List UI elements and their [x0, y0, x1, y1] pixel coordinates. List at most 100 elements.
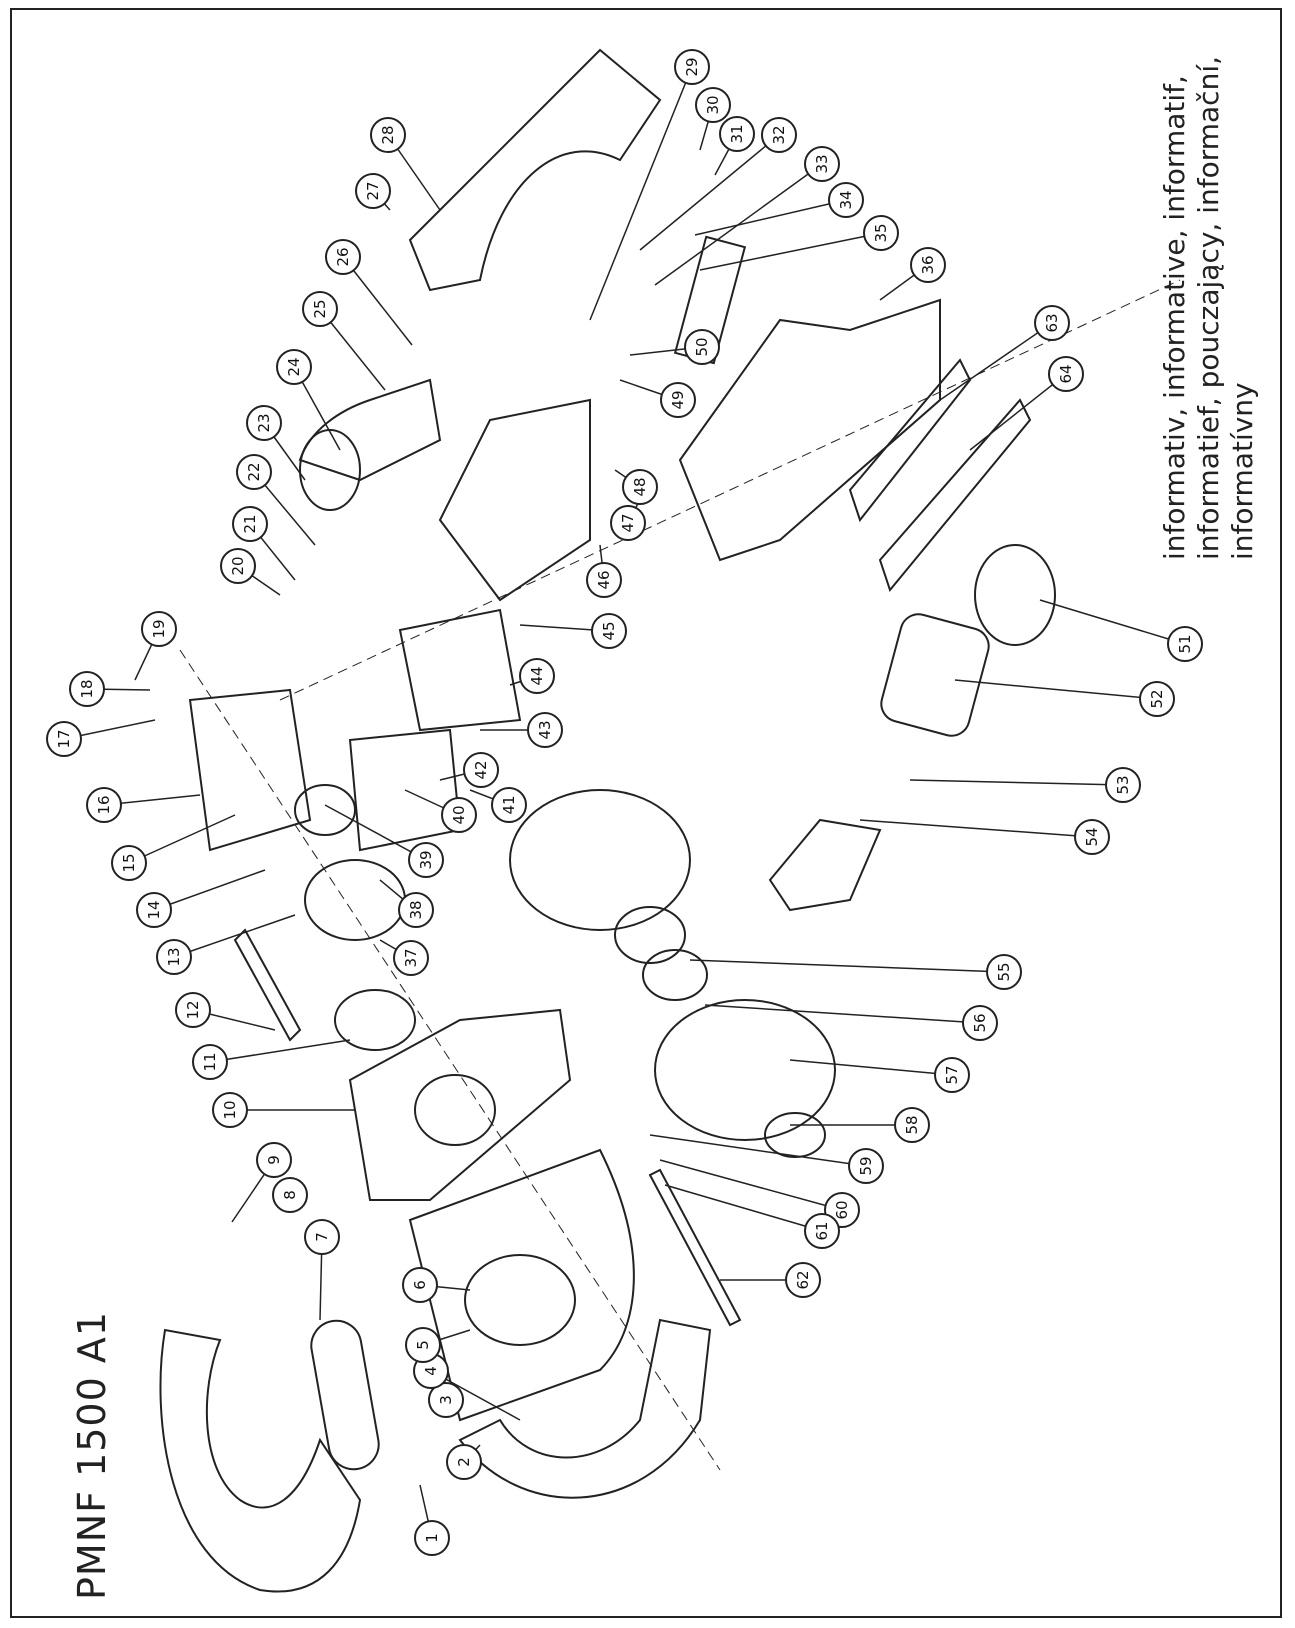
part-number-label: 47 [619, 513, 637, 532]
part-callout-35: 35 [863, 215, 899, 251]
part-number-label: 5 [414, 1340, 432, 1350]
part-number-label: 20 [229, 556, 247, 575]
part-callout-49: 49 [660, 382, 696, 418]
part-number-label: 25 [311, 299, 329, 318]
part-callout-circle-icon [405, 1327, 441, 1363]
shaft [233, 928, 302, 1042]
part-callout-22: 22 [236, 454, 272, 490]
part-callout-19: 19 [141, 611, 177, 647]
leader-line [128, 814, 236, 864]
part-callout-circle-icon [136, 892, 172, 928]
part-callout-circle-icon [141, 611, 177, 647]
part-shapes [159, 48, 1181, 1593]
part-callout-46: 46 [586, 562, 622, 598]
part-callout-circle-icon [761, 117, 797, 153]
rear-handle [159, 1328, 362, 1593]
part-number-label: 15 [120, 853, 138, 872]
part-callout-circle-icon [428, 1382, 464, 1418]
part-callout-circle-icon [272, 1177, 308, 1213]
part-callout-16: 16 [86, 787, 122, 823]
bearing [304, 859, 406, 941]
part-callout-circle-icon [674, 49, 710, 85]
part-callout-42: 42 [463, 752, 499, 788]
commutator-gear [299, 429, 361, 511]
part-callout-37: 37 [393, 940, 429, 976]
part-callout-2: 2 [446, 1444, 482, 1480]
part-callout-47: 47 [610, 505, 646, 541]
part-callout-circle-icon [1074, 819, 1110, 855]
part-number-label: 6 [411, 1280, 429, 1290]
part-callout-circle-icon [232, 506, 268, 542]
part-callout-circle-icon [175, 992, 211, 1028]
part-number-label: 3 [437, 1395, 455, 1405]
axis-line [279, 279, 1181, 701]
motor-cover [678, 298, 941, 562]
part-callout-circle-icon [111, 845, 147, 881]
part-number-label: 19 [150, 619, 168, 638]
part-number-label: 16 [95, 795, 113, 814]
part-callout-21: 21 [232, 506, 268, 542]
part-callout-circle-icon [804, 1213, 840, 1249]
part-callout-circle-icon [660, 382, 696, 418]
leader-line [939, 322, 1053, 401]
part-number-label: 48 [631, 477, 649, 496]
part-callout-58: 58 [894, 1107, 930, 1143]
leader-line [909, 779, 1124, 786]
leader-line [704, 1004, 981, 1024]
part-number-label: 32 [770, 125, 788, 144]
part-callout-circle-icon [325, 239, 361, 275]
spindle [768, 818, 882, 912]
part-callout-34: 34 [828, 182, 864, 218]
part-number-label: 31 [728, 124, 746, 143]
part-number-label: 13 [165, 947, 183, 966]
part-callout-28: 28 [370, 117, 406, 153]
part-callout-circle-icon [212, 1092, 248, 1128]
part-callout-59: 59 [848, 1148, 884, 1184]
part-callout-circle-icon [719, 116, 755, 152]
rail [848, 358, 972, 523]
guard-housing [408, 1148, 635, 1422]
diamond-blade-lower [654, 999, 836, 1141]
part-callout-45: 45 [591, 613, 627, 649]
leader-line [342, 256, 413, 346]
part-number-label: 12 [184, 1000, 202, 1019]
leader-line [699, 232, 882, 271]
part-number-label: 56 [971, 1013, 989, 1032]
part-number-label: 8 [281, 1190, 299, 1200]
part-callout-circle-icon [441, 797, 477, 833]
handle-tube [310, 1319, 380, 1471]
knurled-nut [880, 613, 990, 737]
leader-line [173, 914, 296, 958]
part-callout-circle-icon [393, 940, 429, 976]
part-number-label: 59 [857, 1156, 875, 1175]
part-callout-circle-icon [785, 1262, 821, 1298]
part-callout-12: 12 [175, 992, 211, 1028]
part-number-label: 44 [528, 666, 546, 685]
part-callout-circle-icon [402, 1267, 438, 1303]
page-frame [10, 8, 1282, 1618]
part-callout-44: 44 [519, 658, 555, 694]
part-callout-circle-icon [1034, 305, 1070, 341]
part-callout-29: 29 [674, 49, 710, 85]
rail [878, 398, 1032, 593]
part-number-label: 22 [245, 462, 263, 481]
part-number-label: 37 [402, 948, 420, 967]
part-callout-circle-icon [236, 454, 272, 490]
part-callout-circle-icon [804, 146, 840, 182]
part-number-label: 61 [813, 1221, 831, 1240]
part-number-label: 51 [1176, 634, 1194, 653]
part-number-label: 27 [364, 181, 382, 200]
part-callout-circle-icon [463, 752, 499, 788]
part-number-label: 57 [943, 1065, 961, 1084]
part-callout-circle-icon [69, 671, 105, 707]
part-callout-circle-icon [848, 1148, 884, 1184]
part-number-label: 30 [704, 95, 722, 114]
part-number-label: 62 [794, 1270, 812, 1289]
part-callout-circle-icon [192, 1044, 228, 1080]
part-number-label: 7 [313, 1232, 331, 1242]
part-callout-63: 63 [1034, 305, 1070, 341]
part-callout-64: 64 [1048, 356, 1084, 392]
part-callout-circle-icon [1167, 626, 1203, 662]
part-callout-circle-icon [156, 939, 192, 975]
part-callout-circle-icon [408, 842, 444, 878]
